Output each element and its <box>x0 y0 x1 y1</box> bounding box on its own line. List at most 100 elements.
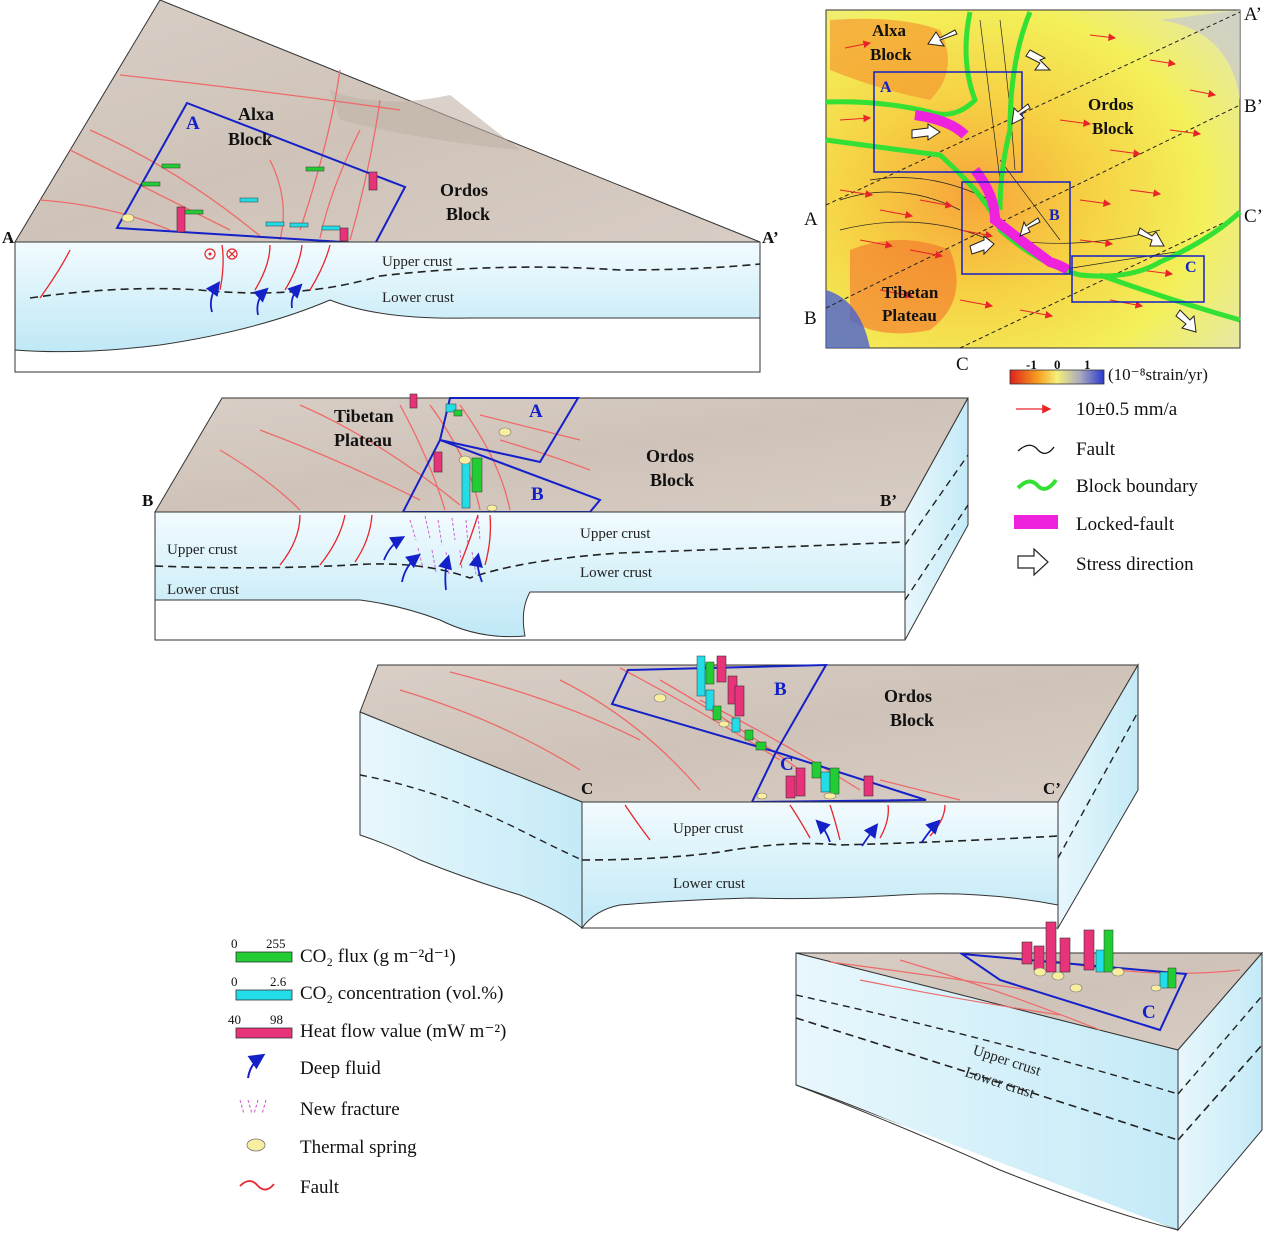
strain-scale-unit: (10⁻⁸strain/yr) <box>1108 365 1208 384</box>
cblk-measurement-bars <box>1021 921 1177 993</box>
cblk-flux-bar <box>1103 929 1114 973</box>
cblk-box-c-label: C <box>1142 1002 1156 1023</box>
aa-end-left-label: A <box>2 228 15 247</box>
map-velocity-arrows <box>839 33 1217 319</box>
map-box-c <box>1071 255 1205 303</box>
legend-stress-arrow-icon <box>1017 547 1049 577</box>
aa-measurement-bars <box>121 163 378 242</box>
cc-heatflow-bar <box>716 655 727 683</box>
legend-velocity-label: 10±0.5 mm/a <box>1076 399 1178 420</box>
cblk-heatflow-bar <box>1083 929 1095 971</box>
map-ordos-label-2: Block <box>1092 119 1134 138</box>
cc-conc-bar <box>820 771 831 793</box>
bb-flux-bar <box>471 457 483 493</box>
legend-heat-min: 40 <box>228 1012 241 1027</box>
cblk-moho-upper <box>795 994 1263 1095</box>
map-low-strain-zone <box>1160 10 1240 100</box>
aa-motion-out-icon <box>204 248 216 260</box>
legend-conc-max: 2.6 <box>270 974 287 989</box>
cblk-thermal-spring <box>1051 971 1065 981</box>
cc-heatflow-bar <box>863 775 874 797</box>
cc-flux-bar <box>829 767 840 795</box>
map-high-strain-zone <box>830 18 948 100</box>
aa-box-a-label: A <box>186 113 200 134</box>
cc-thermal-spring <box>718 720 730 728</box>
map-alxa-label-1: Alxa <box>872 21 907 40</box>
legend-flux-label: CO₂ flux (g m⁻²d⁻¹) <box>300 946 456 967</box>
cc-heatflow-bar <box>785 775 796 799</box>
cc-flux-bar <box>705 661 715 685</box>
cblk-base-face <box>795 1084 1179 1231</box>
aa-flux-bar <box>321 225 341 231</box>
cc-flux-bar <box>744 729 754 741</box>
legend-heat-max: 98 <box>270 1012 283 1027</box>
map-tibet-label-2: Plateau <box>882 306 937 325</box>
cc-surface-faults <box>399 667 961 801</box>
aa-motion-in-cross <box>228 250 236 258</box>
legend-thermal-spring-icon <box>246 1138 266 1152</box>
bb-ordos-label-1: Ordos <box>646 446 694 466</box>
bb-crustal-faults <box>279 514 492 566</box>
map-profile-b: B <box>804 308 817 329</box>
bb-box-b-label: B <box>531 484 544 505</box>
bb-conc-bar <box>461 459 471 509</box>
cblk-flux-bar <box>1167 967 1177 989</box>
aa-flux-bar <box>184 209 204 215</box>
aa-deep-fluid-arrows <box>205 281 303 316</box>
bb-terrain-surface <box>154 397 969 513</box>
legend-flux-min: 0 <box>231 936 238 951</box>
bb-end-right-label: B’ <box>880 491 897 510</box>
aa-flux-bar <box>141 181 161 187</box>
cblk-thermal-spring <box>1069 983 1083 993</box>
aa-lower-crust-label: Lower crust <box>382 290 455 306</box>
bb-right-moho <box>904 454 969 601</box>
cblk-heatflow-bar <box>1033 945 1045 971</box>
cblk-right-face <box>1177 951 1263 1232</box>
map-box-b <box>961 181 1071 275</box>
cc-measurement-bars <box>653 655 874 800</box>
bb-end-left-label: B <box>142 491 153 510</box>
legend-flux-max: 255 <box>266 936 286 951</box>
map-ordos-label-1: Ordos <box>1088 95 1134 114</box>
strain-scale-tick: 1 <box>1084 357 1091 372</box>
cc-box-c-label: C <box>780 754 794 775</box>
map-profile-b-end: B’ <box>1244 96 1263 117</box>
cc-crust-body <box>581 801 1059 930</box>
map-profile-a: A <box>804 209 818 230</box>
map-high-strain-zone <box>850 240 957 334</box>
strain-map: Alxa Block Ordos Block Tibetan Plateau A… <box>804 4 1263 385</box>
cc-deep-fluid-arrows <box>815 819 941 847</box>
bb-measurement-bars <box>409 393 512 512</box>
section-c-block: C Upper crust Lower crust <box>795 921 1264 1232</box>
cc-left-moho <box>359 774 583 861</box>
aa-flux-bar <box>265 221 285 227</box>
cblk-heatflow-bar <box>1059 937 1071 973</box>
legend-flux-swatch <box>235 951 293 963</box>
cc-upper-crust-label: Upper crust <box>673 821 744 837</box>
aa-end-right-label: A’ <box>762 228 779 247</box>
cc-thermal-spring <box>653 693 667 703</box>
legend-fault-label: Fault <box>300 1177 340 1198</box>
aa-upper-crust-label: Upper crust <box>382 254 453 270</box>
aa-heatflow-bar <box>368 171 378 191</box>
map-profile-c-end: C’ <box>1244 206 1263 227</box>
legend-conc-min: 0 <box>231 974 238 989</box>
strain-scale-bar <box>1009 369 1105 385</box>
cc-heatflow-bar <box>734 685 745 717</box>
bb-thermal-spring <box>458 455 472 465</box>
section-bb: A B Tibetan Plateau Ordos Block <box>142 393 969 641</box>
cblk-surface-faults <box>829 959 1241 1031</box>
legend-stress-label: Stress direction <box>1076 554 1194 575</box>
map-profile-c: C <box>956 354 969 375</box>
cc-end-left-label: C <box>581 779 593 798</box>
cc-conc-bar <box>731 717 741 733</box>
bb-heatflow-bar <box>409 393 418 409</box>
map-tibet-label-1: Tibetan <box>882 283 939 302</box>
cblk-thermal-spring <box>1150 984 1162 992</box>
bb-flux-bar <box>445 403 457 413</box>
map-stress-arrows <box>911 29 1197 333</box>
aa-motion-out-dot <box>208 252 212 256</box>
map-box-b-label: B <box>1049 207 1060 224</box>
strain-scale-tick: 0 <box>1054 357 1061 372</box>
bb-crust-body <box>154 511 906 638</box>
